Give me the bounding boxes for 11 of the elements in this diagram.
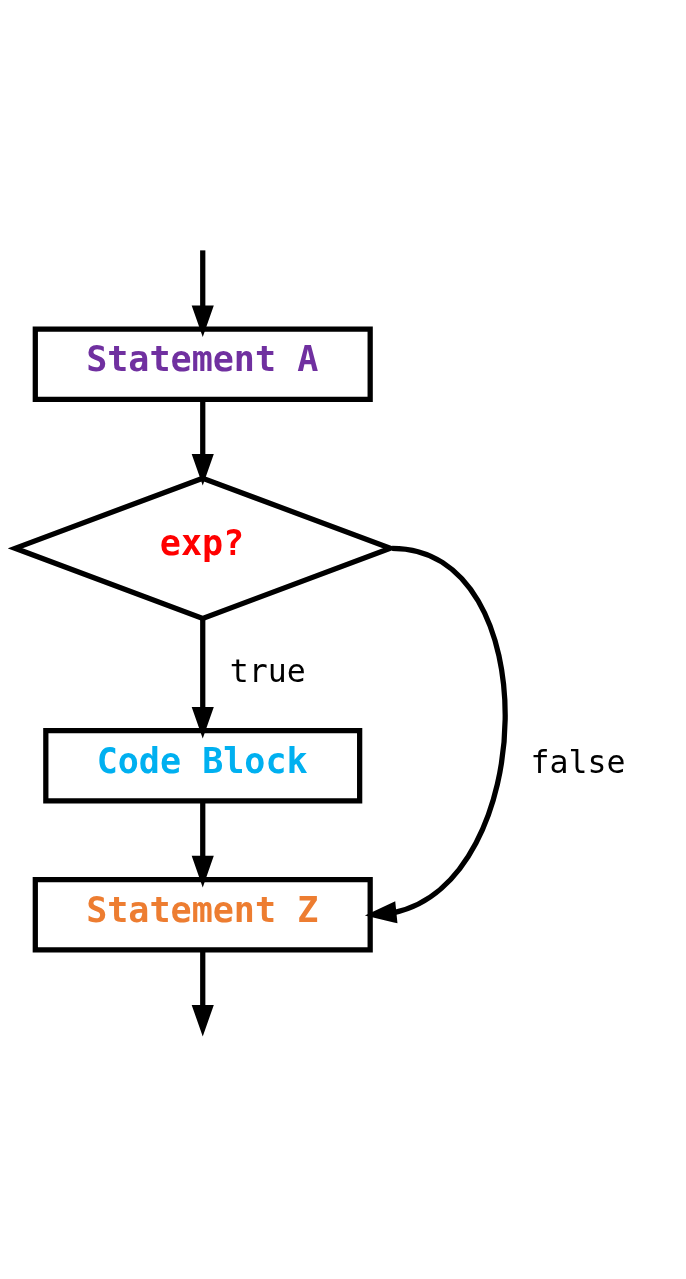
arrow — [191, 801, 214, 888]
arrow — [191, 950, 214, 1037]
arrow — [364, 545, 508, 924]
node-box: Statement Z — [32, 877, 373, 953]
arrow — [191, 399, 214, 486]
arrow — [191, 618, 214, 739]
edge-label: false — [530, 744, 626, 781]
edge-label: true — [229, 653, 306, 690]
node-box: Statement A — [32, 326, 373, 402]
arrow — [191, 250, 214, 338]
node-box: Code Block — [43, 728, 363, 804]
